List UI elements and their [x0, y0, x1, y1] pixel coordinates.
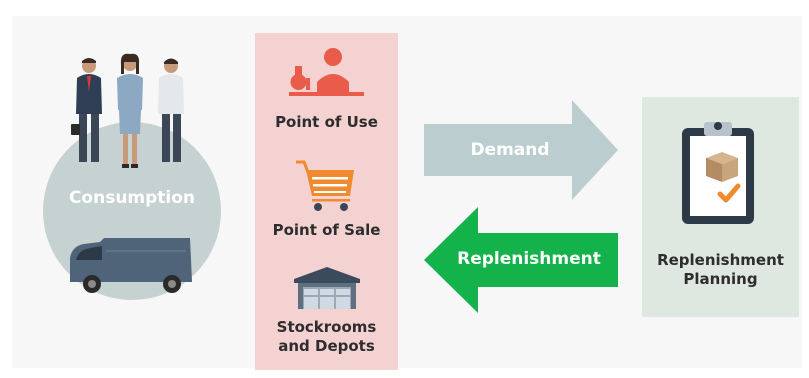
businessman-right-icon [158, 58, 184, 162]
demand-label: Demand [470, 140, 550, 160]
delivery-van-icon [70, 238, 192, 293]
clipboard-box-check-icon [682, 122, 754, 224]
lab-clerk-icon [289, 48, 364, 96]
shopping-cart-icon [296, 160, 354, 211]
business-people-icon [71, 53, 184, 168]
stockrooms-label-line1: Stockrooms [276, 318, 377, 336]
businesswoman-icon [117, 53, 143, 168]
planning-label-line2: Planning [683, 270, 758, 288]
warehouse-icon [294, 267, 360, 309]
consumption-label: Consumption [68, 188, 196, 208]
businessman-left-icon [71, 58, 102, 162]
demand-arrow [424, 100, 618, 200]
planning-label-line1: Replenishment [657, 251, 784, 269]
replenishment-arrow [424, 207, 618, 313]
stockrooms-label-line2: and Depots [278, 337, 375, 355]
stockrooms-label: Stockrooms and Depots [255, 318, 398, 356]
replenishment-planning-label: Replenishment Planning [642, 251, 799, 289]
point-of-sale-label: Point of Sale [272, 221, 381, 239]
replenishment-label: Replenishment [457, 249, 601, 269]
point-of-use-label: Point of Use [275, 113, 378, 131]
